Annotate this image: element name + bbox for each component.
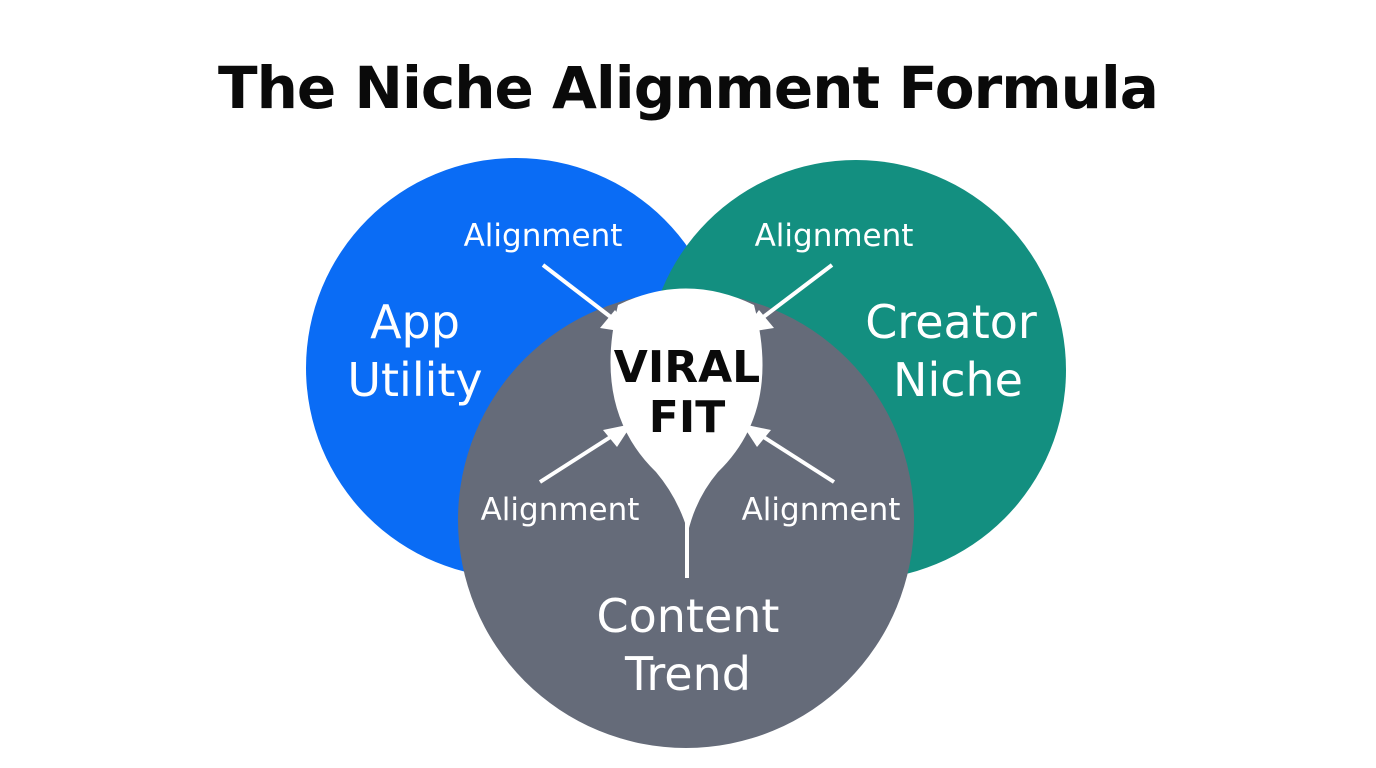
arrow-top-right: [742, 263, 834, 333]
viral-fit-shape: [610, 288, 763, 532]
creator-niche-label-line1: Creator: [865, 295, 1037, 349]
app-utility-label-line1: App: [370, 295, 460, 349]
content-trend-label-line1: Content: [597, 589, 780, 643]
content-trend-label-line2: Trend: [624, 647, 751, 701]
viral-fit-label-line1: VIRAL: [614, 342, 760, 393]
alignment-label-bottom-right: Alignment: [742, 492, 901, 528]
arrow-bottom-left: [538, 424, 632, 484]
page-title: The Niche Alignment Formula: [218, 54, 1159, 122]
app-utility-label-line2: Utility: [347, 353, 482, 407]
creator-niche-label-line2: Niche: [893, 353, 1023, 407]
viral-fit-label-line2: FIT: [649, 392, 725, 443]
arrow-bottom-right: [742, 424, 836, 484]
alignment-label-top-right: Alignment: [755, 218, 914, 254]
arrow-bottom-center: [677, 470, 697, 578]
alignment-label-bottom-left: Alignment: [481, 492, 640, 528]
alignment-label-top-left: Alignment: [464, 218, 623, 254]
arrow-top-left: [541, 263, 632, 333]
